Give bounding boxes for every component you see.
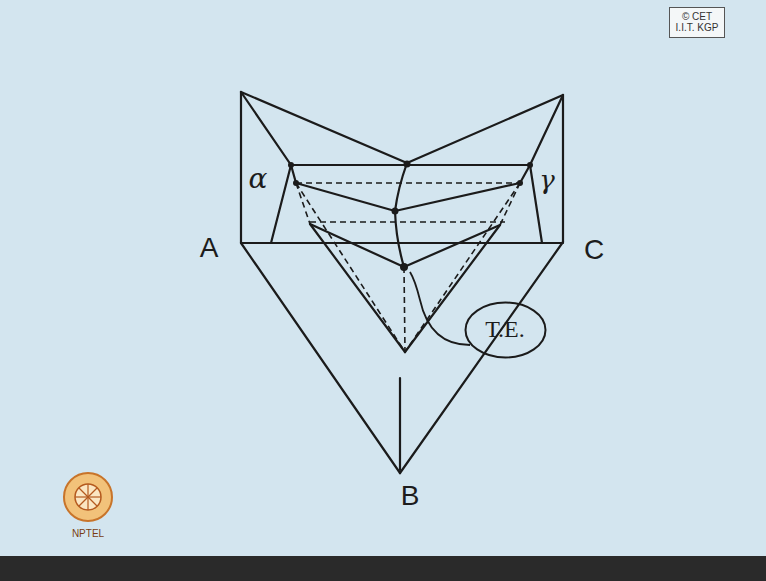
node-text: © CET I.I.T. KGP [673, 11, 721, 34]
node-text: T.E. [485, 316, 525, 344]
nptel-logo [64, 473, 112, 521]
watermark-box: © CET I.I.T. KGP [669, 7, 725, 38]
component-label: C [584, 234, 604, 266]
phase-label: α [249, 162, 268, 195]
prism-lines [241, 92, 563, 473]
component-label: A [200, 232, 219, 264]
points [288, 161, 533, 272]
component-label: B [401, 480, 420, 512]
phase-label: γ [539, 165, 555, 195]
leader-line [410, 272, 470, 345]
callout-ellipse: T.E. [464, 301, 547, 359]
logo-text: NPTEL [72, 528, 104, 539]
bottom-band [0, 556, 766, 581]
